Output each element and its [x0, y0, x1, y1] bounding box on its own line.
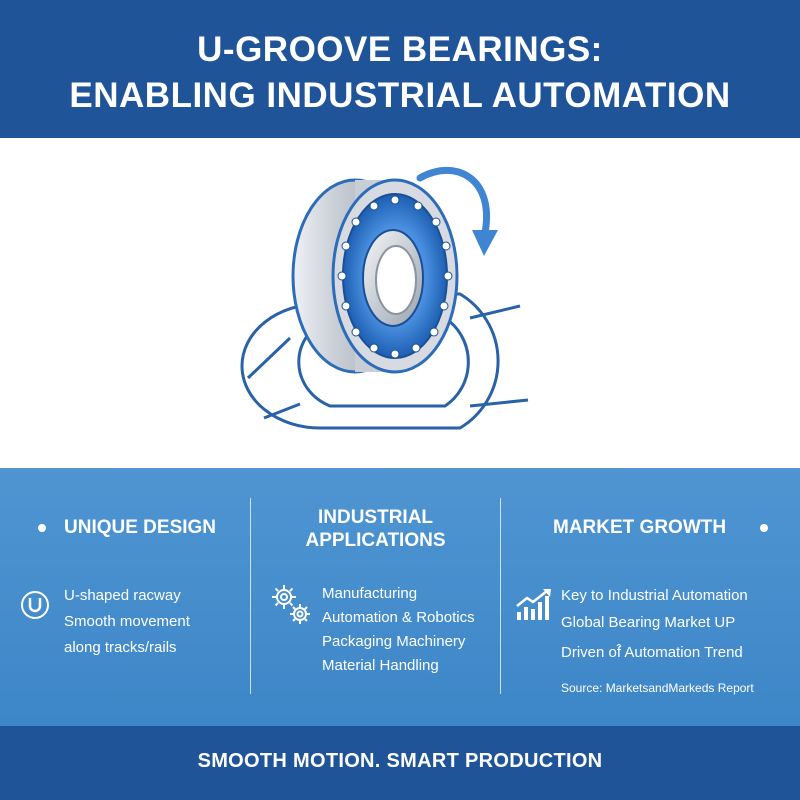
bullet-dot [760, 524, 768, 532]
page-title-line1: U-GROOVE BEARINGS: [197, 30, 603, 69]
market-line: Key to Industrial Automation [561, 587, 748, 604]
column-heading: MARKET GROWTH [553, 517, 727, 538]
header-banner: U-GROOVE BEARINGS: ENABLING INDUSTRIAL A… [0, 0, 800, 138]
column-heading: INDUSTRIAL APPLICATIONS [251, 506, 500, 552]
page-title-line2: ENABLING INDUSTRIAL AUTOMATION [69, 76, 731, 115]
market-line: Global Bearing Market UP [561, 614, 736, 631]
u-groove-icon [20, 590, 50, 620]
source-note: Source: MarketsandMarkeds Report [561, 681, 754, 695]
column-market-growth: MARKET GROWTH Key to Industrial Automati… [501, 468, 800, 726]
application-line: Material Handling [322, 657, 439, 674]
growth-chart-icon [515, 588, 553, 622]
application-line: Packaging Machinery [322, 633, 466, 650]
application-line: Manufacturing [322, 585, 418, 602]
column-industrial-applications: INDUSTRIAL APPLICATIONS Manufacturing Au… [251, 468, 500, 726]
feature-line: along tracks/rails [64, 639, 177, 656]
column-unique-design: UNIQUE DESIGN U-shaped racway Smooth mov… [0, 468, 250, 726]
gears-icon [267, 580, 315, 628]
footer-banner: SMOOTH MOTION. SMART PRODUCTION [0, 726, 800, 800]
curved-arrow-icon [416, 166, 498, 256]
application-line: Automation & Robotics [322, 609, 475, 626]
column-heading-line2: APPLICATIONS [305, 530, 446, 551]
column-divider [500, 498, 501, 694]
market-line: Driven of̂ Automation Trend [561, 644, 743, 661]
column-divider [250, 498, 251, 694]
column-heading-line1: INDUSTRIAL [317, 507, 434, 528]
bullet-dot [38, 524, 46, 532]
hero-illustration [0, 138, 800, 468]
column-heading: UNIQUE DESIGN [64, 517, 217, 538]
feature-panel: UNIQUE DESIGN U-shaped racway Smooth mov… [0, 468, 800, 726]
bearing-graphic [291, 178, 459, 374]
footer-tagline: SMOOTH MOTION. SMART PRODUCTION [197, 750, 603, 772]
feature-line: Smooth movement [64, 613, 190, 630]
feature-line: U-shaped racway [64, 587, 181, 604]
